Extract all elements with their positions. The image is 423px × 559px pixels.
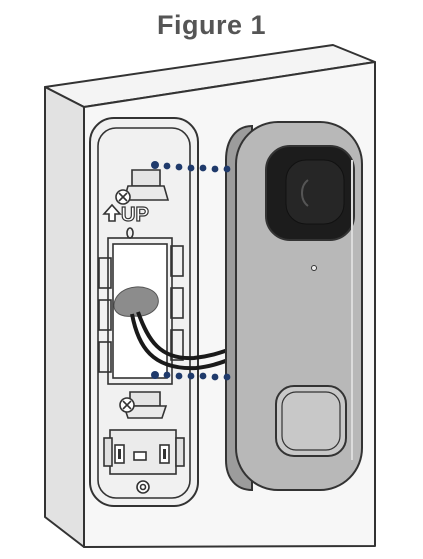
lens-highlight — [301, 179, 309, 207]
doorbell-button — [275, 385, 347, 457]
top-clip — [131, 169, 161, 187]
mounting-bracket — [89, 117, 199, 507]
top-screw-icon — [115, 189, 131, 205]
left-tab-2 — [98, 299, 112, 331]
bottom-screw-icon — [119, 397, 135, 413]
right-tab-2 — [170, 287, 184, 319]
right-tab-1 — [170, 245, 184, 277]
wire-bundle — [113, 286, 159, 317]
alignment-dots-top — [151, 161, 231, 173]
doorbell — [225, 121, 363, 492]
wall-box-side — [44, 86, 85, 548]
terminal-block — [103, 429, 185, 475]
left-tab-3 — [98, 341, 112, 373]
up-label: UP — [121, 204, 149, 226]
figure-title: Figure 1 — [156, 10, 267, 40]
wire-2 — [130, 313, 235, 371]
camera-lens — [285, 159, 345, 225]
indicator-dot — [311, 265, 317, 271]
base-screw-icon — [136, 480, 150, 494]
alignment-dots-bottom — [151, 371, 231, 381]
wires — [113, 286, 235, 371]
bracket-inner — [97, 127, 191, 499]
wire-1 — [136, 311, 235, 361]
up-arrow-icon — [102, 203, 122, 222]
left-tab-1 — [98, 257, 112, 289]
right-tab-3 — [170, 329, 184, 361]
